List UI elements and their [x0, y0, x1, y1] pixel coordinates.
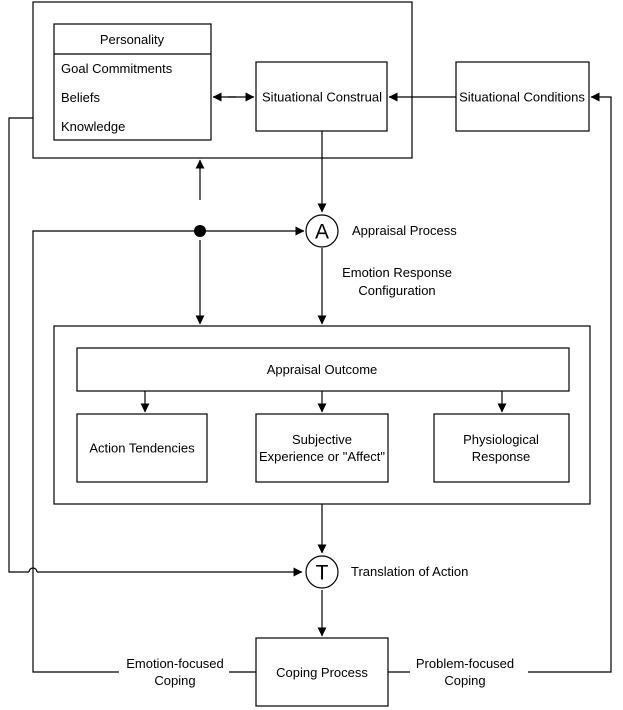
physiological-response-label: Response [472, 449, 531, 464]
translation-node [305, 555, 339, 589]
personality-item: Goal Commitments [61, 61, 173, 76]
problem-focused-coping-label: Coping [444, 673, 485, 688]
emotion-focused-coping-label: Emotion-focused [126, 656, 224, 671]
arrow-problem-focused-feedback [528, 92, 612, 673]
physiological-response-box [433, 413, 570, 483]
appraisal-process-label: Appraisal Process [352, 223, 457, 238]
personality-item: Knowledge [61, 119, 125, 134]
personality-item: Beliefs [61, 90, 101, 105]
situational-construal-label: Situational Construal [262, 90, 382, 105]
appraisal-outcome-box [76, 347, 570, 392]
personality-title: Personality [100, 32, 165, 47]
translation-node-letter: T [316, 562, 329, 585]
action-tendencies-label: Action Tendencies [89, 441, 195, 456]
coping-process-label: Coping Process [276, 665, 368, 680]
personality-box [53, 23, 212, 141]
line-emotion-focused-feedback [32, 230, 200, 673]
situational-conditions-box [455, 61, 590, 132]
appraisal-node-letter: A [315, 221, 329, 244]
problem-focused-coping-label: Problem-focused [416, 656, 514, 671]
subjective-experience-label: Subjective [292, 432, 352, 447]
action-tendencies-box [76, 413, 208, 483]
emotion-response-configuration-label: Emotion Response [342, 265, 452, 280]
coping-process-box [255, 637, 389, 707]
physiological-response-label: Physiological [463, 432, 539, 447]
line-person-to-translation [8, 117, 33, 573]
appraisal-node [305, 214, 339, 248]
translation-of-action-label: Translation of Action [351, 564, 468, 579]
subjective-experience-label: Experience or "Affect" [259, 449, 385, 464]
emotion-focused-coping-label: Coping [154, 673, 195, 688]
subjective-experience-box [255, 413, 389, 483]
appraisal-outcome-label: Appraisal Outcome [267, 362, 378, 377]
situational-conditions-label: Situational Conditions [459, 90, 585, 105]
emotion-response-configuration-label: Configuration [358, 283, 435, 298]
